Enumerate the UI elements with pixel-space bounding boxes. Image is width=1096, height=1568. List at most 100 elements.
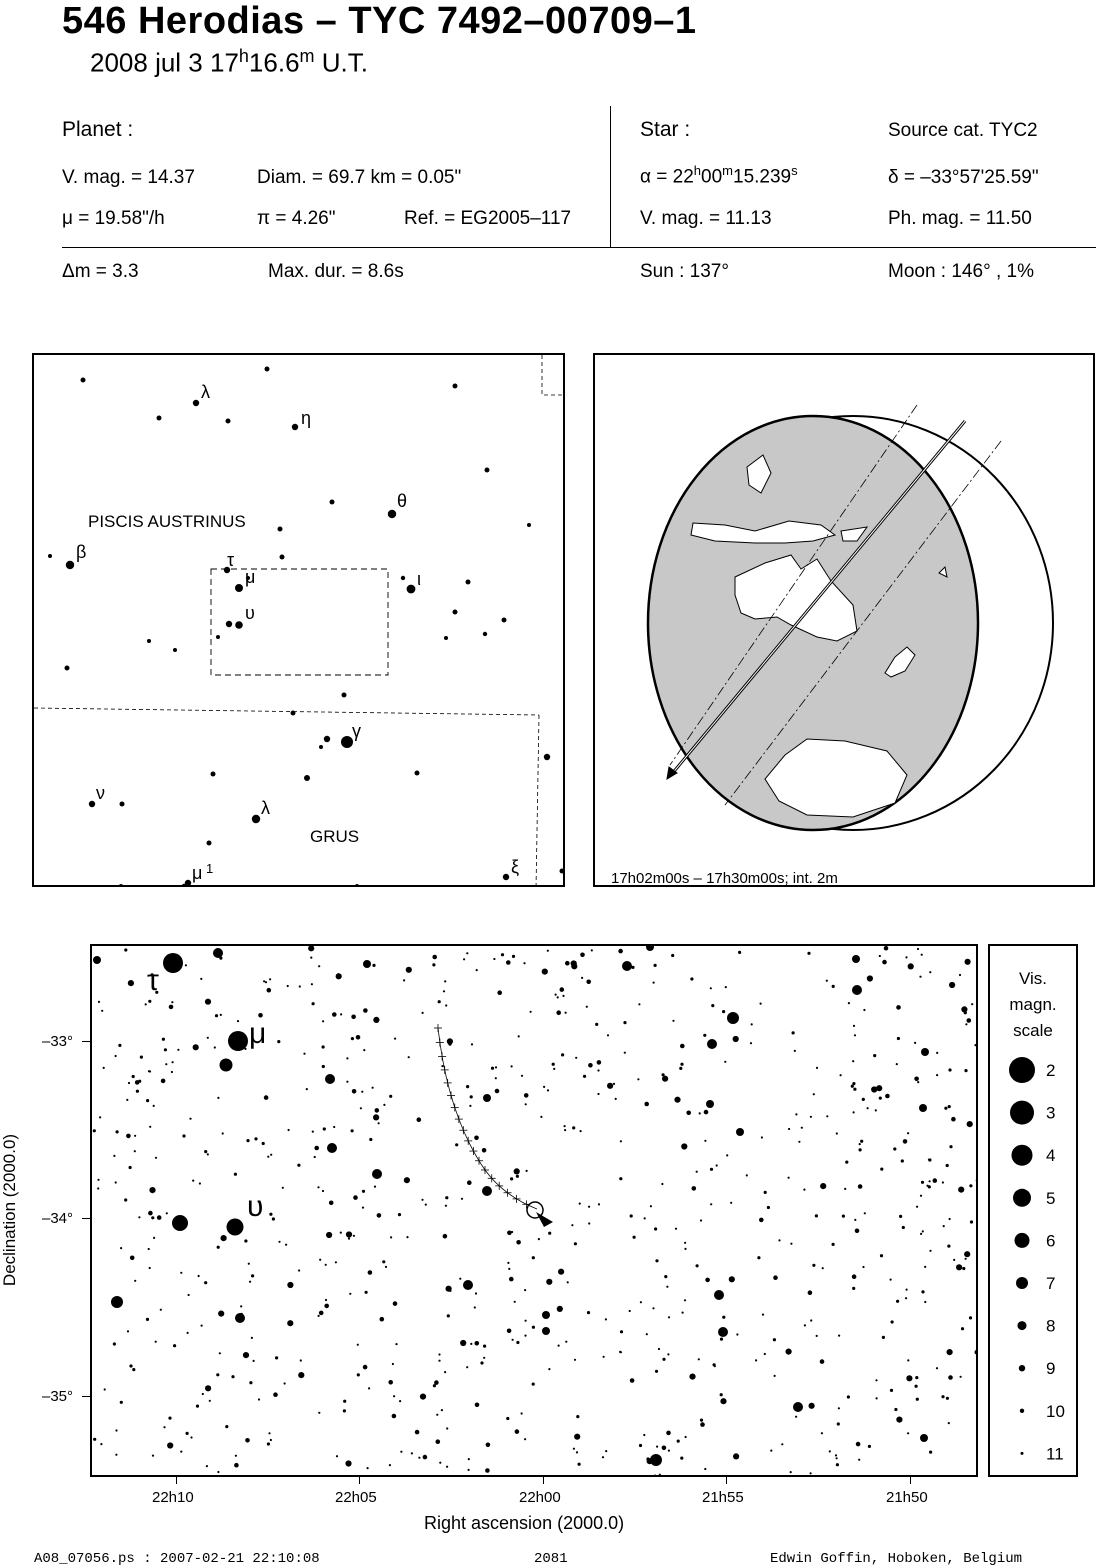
label-upsilon: υ <box>245 603 255 623</box>
field-star <box>960 1327 965 1331</box>
field-star <box>899 1214 903 1218</box>
field-star <box>680 1062 684 1066</box>
field-star <box>393 1395 396 1398</box>
field-star-bright <box>325 1074 335 1084</box>
field-star <box>124 948 128 952</box>
magnitude-drop: Δm = 3.3 <box>62 261 139 282</box>
field-star <box>548 1231 552 1235</box>
field-star <box>570 960 577 967</box>
scale-label-7: 7 <box>1046 1274 1055 1293</box>
field-star <box>654 1227 658 1231</box>
field-star <box>604 1318 608 1321</box>
scale-label-6: 6 <box>1046 1231 1055 1250</box>
field-star <box>543 1085 546 1088</box>
field-star <box>500 953 505 957</box>
field-star <box>585 1005 588 1008</box>
scale-dot-9 <box>1018 1365 1026 1372</box>
field-star <box>524 1289 527 1292</box>
field-star <box>948 1217 951 1221</box>
field-star <box>889 1388 894 1392</box>
field-stars <box>92 946 976 1475</box>
field-star <box>221 1132 224 1135</box>
field-star <box>234 1462 239 1468</box>
field-star <box>684 1241 687 1244</box>
field-star <box>198 1182 201 1185</box>
scale-label-9: 9 <box>1046 1359 1055 1378</box>
field-star-bright <box>793 1402 803 1412</box>
field-star <box>852 1286 856 1290</box>
field-star <box>736 1333 739 1336</box>
field-star-bright <box>235 1313 245 1323</box>
field-star <box>674 1227 678 1230</box>
field-star <box>974 1044 976 1047</box>
field-star <box>683 1299 687 1302</box>
field-star <box>156 1215 162 1220</box>
field-star <box>349 1292 352 1295</box>
field-star <box>919 1194 923 1197</box>
field-star <box>436 1413 439 1416</box>
field-star <box>206 1153 209 1156</box>
field-star <box>250 1336 253 1339</box>
field-star <box>148 1070 152 1073</box>
field-star <box>506 1416 510 1421</box>
scale-dot-7 <box>1016 1277 1028 1289</box>
field-star <box>390 1236 393 1239</box>
field-star <box>556 996 559 999</box>
field-star <box>258 1013 263 1018</box>
field-star <box>511 954 516 958</box>
field-star-bright <box>921 1048 929 1056</box>
field-star <box>929 1450 933 1454</box>
xtick-mark-4 <box>910 1477 911 1484</box>
field-star-bright <box>646 946 654 951</box>
info-divider <box>610 106 611 247</box>
xtick-mark-0 <box>176 1477 177 1484</box>
field-star <box>662 1357 666 1361</box>
field-star <box>905 956 908 959</box>
field-star <box>944 1106 948 1110</box>
time-suffix: U.T. <box>314 47 368 78</box>
field-star <box>97 1187 100 1190</box>
field-star <box>812 1263 816 1267</box>
field-star <box>575 1056 578 1059</box>
field-star <box>421 1198 424 1201</box>
field-star <box>439 1461 442 1464</box>
field-star <box>529 1010 532 1013</box>
label-mu1-index: 1 <box>206 861 213 876</box>
antarctica <box>764 738 908 818</box>
field-star <box>470 1043 474 1046</box>
field-star <box>880 1167 884 1171</box>
sun-elongation: Sun : 137° <box>640 261 729 282</box>
field-star <box>571 1224 574 1227</box>
label-nu: ν <box>96 783 105 803</box>
field-star <box>318 965 321 968</box>
field-star <box>790 1242 793 1245</box>
field-star <box>275 1356 279 1360</box>
field-star <box>947 1422 950 1425</box>
field-star <box>346 1057 349 1060</box>
star-heading: Star : <box>640 118 691 141</box>
field-star <box>732 1035 739 1043</box>
scale-title-line3: scale <box>1013 1021 1053 1040</box>
field-star <box>655 1259 659 1263</box>
field-star <box>820 1432 824 1435</box>
field-star <box>759 1002 762 1005</box>
field-star <box>131 1074 135 1079</box>
field-star <box>773 1374 776 1377</box>
field-star <box>285 1243 288 1246</box>
field-star <box>163 1426 166 1429</box>
field-star <box>572 1126 576 1130</box>
field-star <box>314 1145 319 1151</box>
field-star-bright <box>718 1327 728 1337</box>
field-star <box>556 1010 561 1015</box>
field-star-bright <box>706 1100 714 1108</box>
field-star <box>941 1181 945 1184</box>
field-star <box>244 1239 248 1243</box>
field-star <box>581 976 584 979</box>
field-star <box>113 1154 116 1157</box>
field-star <box>551 1062 555 1066</box>
field-star <box>192 1044 199 1051</box>
field-star <box>565 1340 568 1343</box>
field-star <box>662 1075 669 1082</box>
field-star <box>383 1103 386 1106</box>
